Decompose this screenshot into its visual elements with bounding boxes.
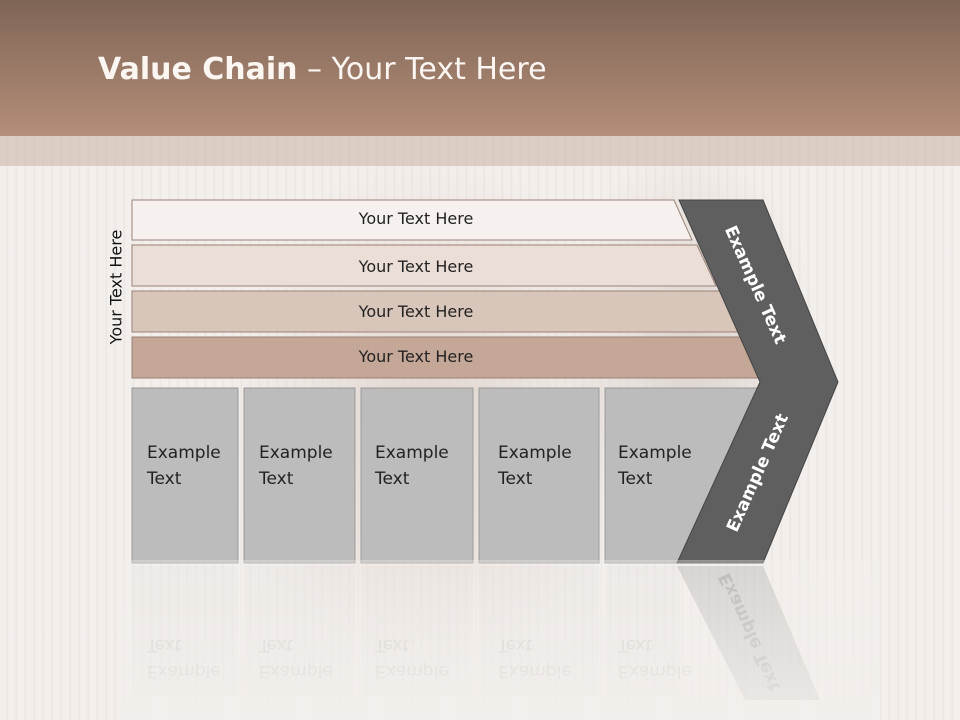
title-rest: – Your Text Here <box>297 52 547 87</box>
title-bold: Value Chain <box>98 52 298 87</box>
box-label-5: Example Text <box>618 443 692 489</box>
title-bar <box>0 0 960 136</box>
box-label-reflection-1: Example Text <box>147 635 221 681</box>
box-label-reflection-3: Example Text <box>375 635 449 681</box>
box-label-2: Example Text <box>259 443 333 489</box>
row-label-3: Your Text Here <box>358 302 474 321</box>
row-label-4: Your Text Here <box>358 347 474 366</box>
page-title: Value Chain – Your Text Here <box>98 52 547 87</box>
box-label-1: Example Text <box>147 443 221 489</box>
box-label-reflection-4: Example Text <box>498 635 572 681</box>
box-label-3: Example Text <box>375 443 449 489</box>
row-label-1: Your Text Here <box>358 209 474 228</box>
box-shape-3 <box>360 387 474 564</box>
box-shape-2 <box>243 387 356 564</box>
box-label-reflection-5: Example Text <box>618 635 692 681</box>
box-shape-1 <box>131 387 239 564</box>
row-shape-1 <box>131 199 693 241</box>
box-shape-4 <box>478 387 600 564</box>
box-label-4: Example Text <box>498 443 572 489</box>
row-label-2: Your Text Here <box>358 257 474 276</box>
row-shape-2 <box>131 244 717 287</box>
title-band <box>0 136 960 166</box>
box-label-reflection-2: Example Text <box>259 635 333 681</box>
